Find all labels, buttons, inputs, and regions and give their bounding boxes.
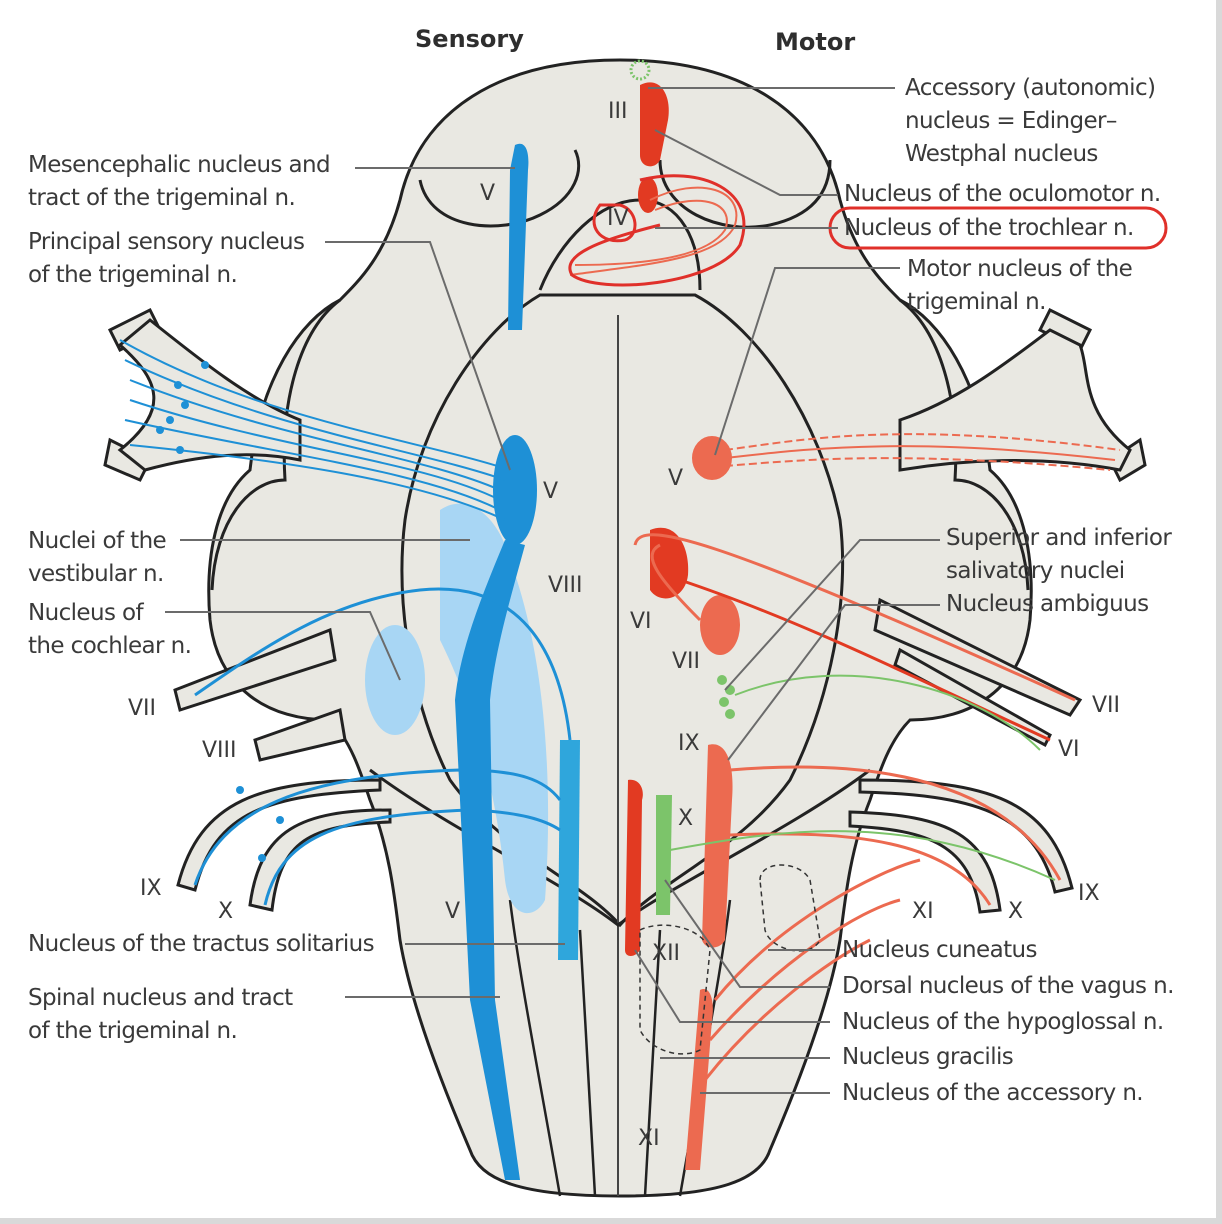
sensory-ganglion-dots	[156, 361, 284, 862]
trochlear-highlight-loop	[568, 174, 746, 287]
principal-sensory-nucleus	[493, 435, 537, 545]
spinal-trigeminal-tract	[455, 540, 525, 1180]
label-accessory-nucleus: Nucleus of the accessory n.	[842, 1080, 1144, 1106]
label-VII-left: VII	[128, 696, 156, 721]
hypoglossal-nucleus	[625, 779, 643, 956]
motor-trigeminal-nucleus	[692, 436, 732, 480]
label-X-left: X	[218, 899, 233, 924]
label-trochlear-nucleus: Nucleus of the trochlear n.	[844, 215, 1134, 241]
label-IX-center: IX	[678, 731, 700, 756]
label-VI-right: VI	[1058, 737, 1080, 762]
trigeminal-motor-fibers	[724, 433, 1121, 471]
label-VIII-left: VIII	[202, 738, 237, 763]
label-VI-center: VI	[630, 609, 652, 634]
striae-medullares	[369, 768, 871, 927]
label-IV: IV	[607, 206, 629, 231]
label-nucleus-gracilis: Nucleus gracilis	[842, 1044, 1014, 1070]
red-annotation-markup	[568, 174, 1168, 287]
label-nucleus-ambiguus: Nucleus ambiguus	[946, 591, 1149, 617]
leader-lines	[165, 87, 940, 1094]
label-motor-trigeminal: Motor nucleus of the trigeminal n.	[907, 256, 1133, 315]
label-III: III	[608, 99, 627, 124]
label-tractus-solitarius: Nucleus of the tractus solitarius	[28, 931, 375, 957]
vagus-nerve-right	[848, 810, 1002, 914]
label-cochlear-nucleus: Nucleus of the cochlear n.	[28, 600, 192, 659]
solitary-tract-nucleus	[558, 740, 580, 960]
label-VII-center: VII	[672, 649, 700, 674]
label-X-right: X	[1008, 899, 1023, 924]
dorsal-vagal-nucleus	[656, 795, 672, 915]
label-edinger-westphal: Accessory (autonomic) nucleus = Edinger–…	[905, 75, 1156, 167]
label-IX-right: IX	[1078, 881, 1100, 906]
label-nucleus-cuneatus: Nucleus cuneatus	[842, 937, 1037, 963]
label-IX-left: IX	[140, 876, 162, 901]
accessory-nucleus	[685, 989, 713, 1170]
motor-nuclei	[569, 59, 1121, 1170]
label-V-left: V	[543, 479, 558, 504]
label-XI: XI	[638, 1126, 660, 1151]
cochlear-nucleus	[365, 625, 425, 735]
brainstem-body	[207, 58, 1033, 1198]
label-X-center: X	[678, 806, 693, 831]
facial-nucleus	[700, 595, 740, 655]
label-V-top: V	[480, 181, 495, 206]
facial-nerve-left	[173, 627, 337, 712]
vagus-nerve-left	[248, 808, 392, 912]
label-principal-sensory-nucleus: Principal sensory nucleus of the trigemi…	[28, 229, 305, 288]
right-colliculus	[658, 159, 832, 229]
vestibulocochlear-nerve-left	[253, 707, 347, 762]
nucleus-cuneatus-outline	[759, 864, 821, 952]
label-V-right: V	[668, 466, 683, 491]
label-salivatory-nuclei: Superior and inferior salivatory nuclei	[946, 525, 1172, 584]
label-hypoglossal-nucleus: Nucleus of the hypoglossal n.	[842, 1009, 1164, 1035]
mesencephalic-tract	[508, 143, 529, 330]
trochlear-nucleus	[638, 177, 658, 213]
vestibular-nuclei	[440, 503, 549, 914]
label-VII-right: VII	[1092, 693, 1120, 718]
right-peduncle-outline	[899, 298, 1030, 591]
glossopharyngeal-nerve-left	[176, 778, 382, 892]
label-VIII-center: VIII	[548, 573, 583, 598]
trochlear-fibers	[569, 186, 738, 276]
label-vestibular-nuclei: Nuclei of the vestibular n.	[28, 528, 167, 587]
label-oculomotor-nucleus: Nucleus of the oculomotor n.	[844, 181, 1161, 207]
cranial-nerve-sensory-fibers	[193, 587, 572, 906]
oculomotor-nucleus	[640, 82, 669, 167]
left-peduncle-outline	[210, 298, 341, 591]
motor-heading: Motor	[775, 28, 856, 56]
label-spinal-trigeminal: Spinal nucleus and tract of the trigemin…	[28, 985, 293, 1044]
label-XII: XII	[652, 941, 680, 966]
autonomic-fibers	[669, 674, 1056, 881]
dorsal-columns-left	[508, 899, 597, 1197]
sensory-heading: Sensory	[415, 25, 524, 53]
nucleus-ambiguus	[702, 744, 733, 948]
label-XI-right: XI	[912, 899, 934, 924]
label-V-bottom: V	[445, 899, 460, 924]
label-dorsal-vagal-nucleus: Dorsal nucleus of the vagus n.	[842, 973, 1174, 999]
left-colliculus	[418, 149, 581, 228]
trigeminal-sensory-fibers	[119, 339, 511, 521]
sensory-nuclei	[119, 143, 580, 1180]
roman-numeral-labels: III IV V V V VIII VI VII IX X XII XI V V…	[128, 99, 1120, 1151]
label-mesencephalic-nucleus: Mesencephalic nucleus and tract of the t…	[28, 152, 331, 211]
nucleus-gracilis-outline	[639, 924, 711, 1055]
edinger-westphal-dots	[629, 59, 651, 81]
facial-abducens-fibers	[633, 533, 1076, 742]
